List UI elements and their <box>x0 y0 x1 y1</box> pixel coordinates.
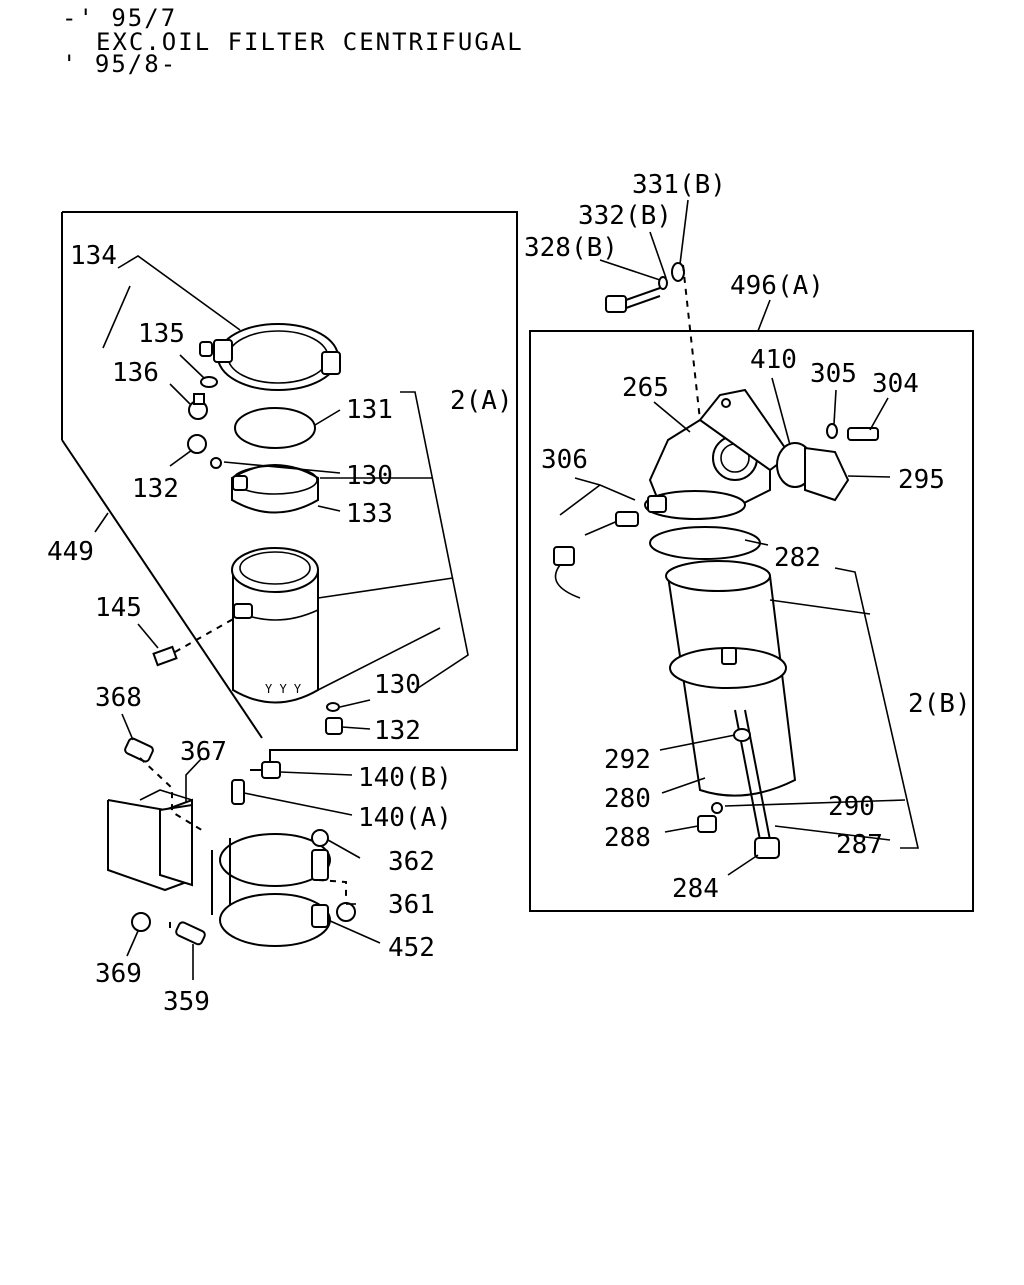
label-410: 410 <box>750 345 797 375</box>
bolt-304 <box>847 427 879 441</box>
label-292: 292 <box>604 745 651 775</box>
label-132-top: 132 <box>132 474 179 504</box>
label-136: 136 <box>112 358 159 388</box>
bolt-284 <box>754 837 780 859</box>
label-284: 284 <box>672 874 719 904</box>
label-2a: 2(A) <box>450 386 513 416</box>
nut-369 <box>131 912 151 932</box>
label-135: 135 <box>138 319 185 349</box>
fitting-140a <box>231 779 245 805</box>
label-362: 362 <box>388 847 435 877</box>
screw-136 <box>188 393 208 420</box>
label-130-bottom: 130 <box>374 670 421 700</box>
o-ring-131 <box>234 407 316 449</box>
header-line-3: ' 95/8- <box>62 50 177 78</box>
nut-362 <box>311 829 329 847</box>
label-2b: 2(B) <box>908 689 971 719</box>
label-361: 361 <box>388 890 435 920</box>
clamp-ring <box>213 323 341 391</box>
label-369: 369 <box>95 959 142 989</box>
bolt-368 <box>124 737 154 763</box>
plug-288 <box>697 815 717 833</box>
leader-lines <box>94 199 920 980</box>
label-290: 290 <box>828 792 875 822</box>
sensor-306 <box>553 511 639 599</box>
label-132-bottom: 132 <box>374 716 421 746</box>
label-134: 134 <box>70 241 117 271</box>
label-305: 305 <box>810 359 857 389</box>
o-ring-282 <box>649 526 761 560</box>
label-140a: 140(A) <box>358 803 452 833</box>
label-145: 145 <box>95 593 142 623</box>
label-265: 265 <box>622 373 669 403</box>
label-131: 131 <box>346 395 393 425</box>
bolt-328 <box>605 287 661 313</box>
leader-328-axis <box>682 264 701 421</box>
label-306: 306 <box>541 445 588 475</box>
mount-bracket <box>107 789 193 892</box>
label-359: 359 <box>163 987 210 1017</box>
label-367: 367 <box>180 737 227 767</box>
label-368: 368 <box>95 683 142 713</box>
label-332b: 332(B) <box>578 201 672 231</box>
label-328b: 328(B) <box>524 233 618 263</box>
bracket-410 <box>698 388 792 472</box>
header-line-2: EXC.OIL FILTER CENTRIFUGAL <box>96 28 524 56</box>
washer-305 <box>826 423 838 439</box>
washer-331 <box>671 262 685 282</box>
label-295: 295 <box>898 465 945 495</box>
label-280: 280 <box>604 784 651 814</box>
label-496a: 496(A) <box>730 271 824 301</box>
washer-332 <box>658 276 668 290</box>
label-130-top: 130 <box>346 461 393 491</box>
plug-132-bottom <box>325 717 343 735</box>
bolt-361 <box>336 902 356 922</box>
gasket-295 <box>776 442 850 502</box>
fitting-145 <box>152 617 236 667</box>
bolt-359 <box>175 921 206 946</box>
label-452: 452 <box>388 933 435 963</box>
label-282: 282 <box>774 543 821 573</box>
small-bolt-135 <box>199 341 218 388</box>
right-assembly-frame <box>529 330 974 912</box>
header-line-1: -' 95/7 <box>62 4 177 32</box>
label-304: 304 <box>872 369 919 399</box>
label-449: 449 <box>47 537 94 567</box>
label-133: 133 <box>346 499 393 529</box>
band-clamp <box>211 833 331 947</box>
o-ring-130-bottom <box>326 702 340 712</box>
cap-133 <box>231 464 319 514</box>
label-140b: 140(B) <box>358 763 452 793</box>
label-331b: 331(B) <box>632 170 726 200</box>
fitting-140b <box>261 761 281 779</box>
filter-canister-a: Y Y Y <box>231 547 319 704</box>
svg-text:Y Y Y: Y Y Y <box>265 682 302 696</box>
label-287: 287 <box>836 830 883 860</box>
part-labels: 134 135 136 131 2(A) 132 130 133 449 145… <box>47 170 971 1017</box>
o-ring-290 <box>711 802 723 814</box>
label-288: 288 <box>604 823 651 853</box>
plug-132-top <box>187 434 222 469</box>
filter-canister-b <box>665 560 797 841</box>
